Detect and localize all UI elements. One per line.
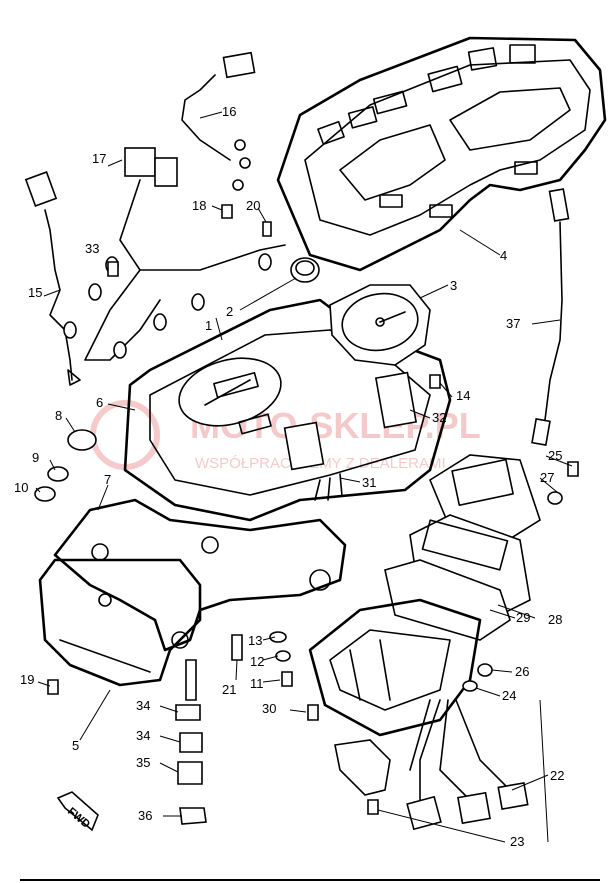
washer-13 <box>269 631 287 643</box>
reset-knob <box>290 257 320 283</box>
harness-22 <box>334 699 529 831</box>
washer-24 <box>462 680 478 692</box>
callout-2: 2 <box>226 304 233 319</box>
screw-19 <box>47 679 59 695</box>
meter-bracket <box>53 498 347 652</box>
callout-9: 9 <box>32 450 39 465</box>
control-unit-housing <box>308 598 482 737</box>
screw-18 <box>221 204 233 219</box>
callout-14: 14 <box>456 388 470 403</box>
callout-19: 19 <box>20 672 34 687</box>
callout-16: 16 <box>222 104 236 119</box>
callout-27: 27 <box>540 470 554 485</box>
callout-35: 35 <box>136 755 150 770</box>
callout-31: 31 <box>362 475 376 490</box>
callout-15: 15 <box>28 285 42 300</box>
nut-27 <box>547 491 563 505</box>
callout-4: 4 <box>500 248 507 263</box>
washer-12 <box>275 650 291 662</box>
forward-arrow: FWD <box>56 791 99 832</box>
callout-22: 22 <box>550 768 564 783</box>
callout-7: 7 <box>104 472 111 487</box>
bolt-21 <box>231 634 243 661</box>
callout-26: 26 <box>515 664 529 679</box>
meter-cover <box>276 36 607 272</box>
screw-25 <box>567 461 579 477</box>
callout-1: 1 <box>205 318 212 333</box>
callout-34-upper: 34 <box>136 698 150 713</box>
bulb-20 <box>262 221 272 237</box>
callout-25: 25 <box>548 448 562 463</box>
meter-connectors <box>283 371 418 501</box>
callout-30: 30 <box>262 701 276 716</box>
callout-23: 23 <box>510 834 524 849</box>
washer-9 <box>47 466 69 482</box>
callout-33: 33 <box>85 241 99 256</box>
speedometer-cable <box>531 188 570 446</box>
wiring-harness <box>24 51 286 386</box>
callout-21: 21 <box>222 682 236 697</box>
callout-18: 18 <box>192 198 206 213</box>
collar-35 <box>177 761 203 785</box>
callout-36: 36 <box>138 808 152 823</box>
callout-11: 11 <box>250 676 264 691</box>
screw-14 <box>429 374 441 389</box>
callout-20: 20 <box>246 198 260 213</box>
nut-36 <box>179 807 207 825</box>
screw-23 <box>367 799 379 815</box>
leader-lines <box>35 111 573 843</box>
bolt-mount <box>185 659 197 701</box>
bulb-33 <box>107 261 119 277</box>
screw-11 <box>281 671 293 687</box>
callout-32: 32 <box>432 410 446 425</box>
callout-17: 17 <box>92 151 106 166</box>
collar-34-upper <box>175 704 201 721</box>
nut-10 <box>34 486 56 502</box>
callout-37: 37 <box>506 316 520 331</box>
callout-29: 29 <box>516 610 530 625</box>
callout-28: 28 <box>548 612 562 627</box>
callout-34-lower: 34 <box>136 728 150 743</box>
hardware <box>34 204 579 825</box>
nut-26 <box>477 663 493 677</box>
callout-3: 3 <box>450 278 457 293</box>
callout-13: 13 <box>248 633 262 648</box>
callout-12: 12 <box>250 654 264 669</box>
callouts: 1 2 3 4 5 6 7 8 9 10 11 12 13 14 15 16 1… <box>14 104 564 849</box>
callout-8: 8 <box>55 408 62 423</box>
meter-case <box>123 298 452 522</box>
callout-5: 5 <box>72 738 79 753</box>
callout-6: 6 <box>96 395 103 410</box>
collar-34-lower <box>179 732 203 753</box>
tachometer <box>329 284 431 366</box>
callout-24: 24 <box>502 688 516 703</box>
grommet-8 <box>67 429 97 451</box>
callout-10: 10 <box>14 480 28 495</box>
screw-30 <box>307 704 319 721</box>
lower-cover <box>38 558 202 687</box>
